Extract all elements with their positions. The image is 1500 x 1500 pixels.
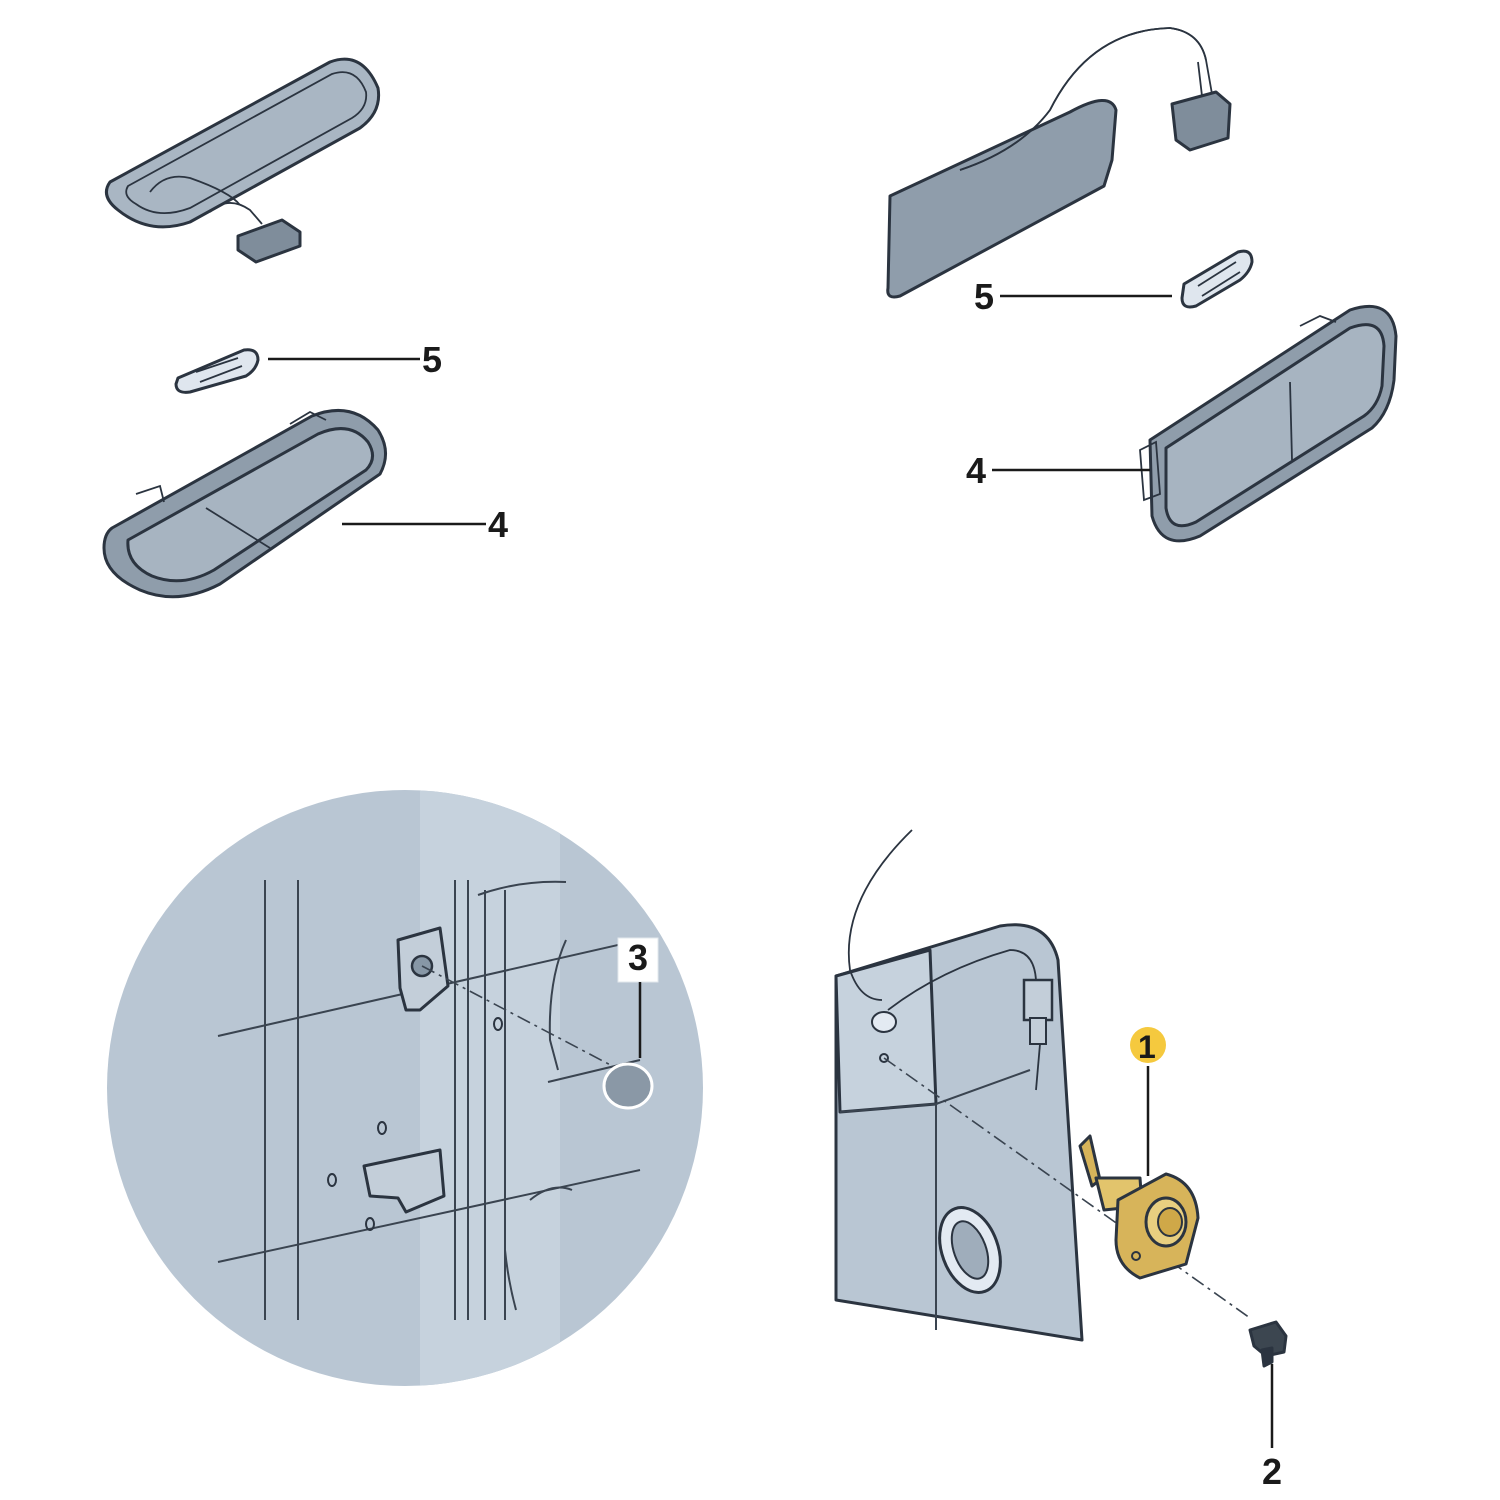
- plug-icon: [1022, 978, 1054, 1045]
- callout-4-left: 4: [488, 504, 508, 545]
- callout-3-box: [617, 937, 659, 983]
- festoon-bulb-icon: [1180, 249, 1254, 309]
- callout-4-right: 4: [966, 450, 986, 491]
- door-contact-switch-icon: [1078, 1134, 1200, 1280]
- interior-lamp-lens-icon: [886, 27, 1232, 299]
- festoon-bulb-icon: [174, 348, 260, 394]
- callout-5-left: 5: [422, 339, 442, 380]
- plug-icon: [236, 218, 302, 264]
- cap-icon: [602, 1062, 654, 1110]
- detail-view-circle: 3: [107, 790, 703, 1386]
- callout-1-highlight: [1130, 1027, 1166, 1063]
- callout-2: 2: [1262, 1451, 1282, 1492]
- screw-icon: [1248, 1320, 1288, 1368]
- callout-3: 3: [628, 937, 648, 978]
- interior-lamp-housing-icon: [1139, 304, 1398, 543]
- door-pillar: [834, 829, 1251, 1342]
- plug-icon: [1170, 90, 1232, 152]
- interior-lamp-lens-icon: [104, 57, 381, 264]
- interior-lamp-housing-icon: [102, 408, 387, 599]
- callout-1: 1: [1138, 1029, 1156, 1065]
- callout-5-right: 5: [974, 276, 994, 317]
